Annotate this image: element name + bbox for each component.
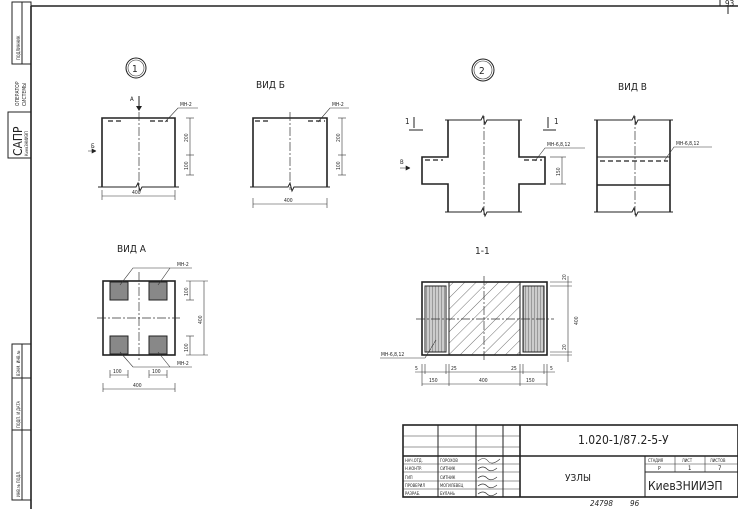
footer-sheet: 96 <box>630 499 640 508</box>
dim-100: 100 <box>113 369 122 375</box>
drawing-code: 1.020-1/87.2-5-У <box>578 433 669 447</box>
section-mark-right: 1 <box>554 117 559 126</box>
dim-400: 400 <box>132 190 141 196</box>
mn2-label-bottom: МН-2 <box>177 361 189 367</box>
section-1-1: 1-1 МН-6,8,12 20 400 20 5 25 25 5 150 40… <box>380 246 580 386</box>
view-a-title: ВИД А <box>117 244 147 255</box>
view-b: ВИД Б МН-2 200 100 400 <box>250 80 349 208</box>
dim-100: 100 <box>152 369 161 375</box>
original-label: ПОДЛИННИК <box>16 35 21 60</box>
dim-100: 100 <box>184 161 190 170</box>
role-label: Н.КОНТР. <box>405 466 422 471</box>
inv-orig-label: ИНВ.№ ПОДЛ. <box>16 471 21 497</box>
dim-100: 100 <box>184 287 190 296</box>
mn2-label: МН-2 <box>332 102 344 108</box>
dim-5: 5 <box>415 366 418 372</box>
dim-25: 25 <box>511 366 517 372</box>
role-label: ПРОВЕРИЛ <box>405 483 425 488</box>
mn6-label: МН-6,8,12 <box>381 352 404 358</box>
name-label: ГОРОХОВ <box>440 458 458 463</box>
marker-a: А <box>130 96 134 103</box>
node-1-number: 1 <box>132 64 138 75</box>
dim-5: 5 <box>550 366 553 372</box>
view-v-title: ВИД В <box>618 82 647 93</box>
dim-100: 100 <box>184 343 190 352</box>
view-v: ВИД В МН-6,8,12 <box>594 82 712 218</box>
section-title: 1-1 <box>475 246 490 257</box>
sapr-org: КиевЗНИИЭП <box>24 131 29 156</box>
sheet-header: ЛИСТ <box>682 458 693 463</box>
mn6-label: МН-6,8,12 <box>547 142 570 148</box>
name-label: СИТНИК <box>440 475 456 480</box>
title-block: НАЧ.ОТД. ГОРОХОВ Н.КОНТР. СИТНИК ГИП СИТ… <box>402 424 738 508</box>
dim-150: 150 <box>526 378 535 384</box>
footer-number: 24798 <box>590 499 613 508</box>
marker-v: В <box>400 159 404 166</box>
sheets-value: 7 <box>718 465 721 472</box>
name-label: БУЛАНЬ <box>440 491 456 496</box>
page-number: 93 <box>725 0 734 8</box>
dim-400: 400 <box>574 316 580 325</box>
dim-200: 200 <box>336 133 342 142</box>
mn2-label: МН-2 <box>180 102 192 108</box>
dim-150: 150 <box>556 167 562 176</box>
sapr-label: САПР <box>11 126 25 156</box>
operator-label-2: СИСТЕМЫ <box>22 83 28 106</box>
dim-150: 150 <box>429 378 438 384</box>
dim-100: 100 <box>336 161 342 170</box>
dim-20: 20 <box>562 274 568 280</box>
signatures <box>477 458 501 497</box>
role-label: РАЗРАБ. <box>405 491 420 496</box>
dim-25: 25 <box>451 366 457 372</box>
sign-date-label: ПОДП. И ДАТА <box>16 400 21 428</box>
dim-20: 20 <box>562 344 568 350</box>
node-2: 2 1 1 В МН-6,8,12 150 <box>400 58 585 218</box>
node-1: 1 А МН-2 Б 200 100 400 <box>88 57 198 200</box>
dim-400: 400 <box>479 378 488 384</box>
role-label: НАЧ.ОТД. <box>405 458 423 463</box>
drawing-title: УЗЛЫ <box>565 473 591 484</box>
marker-b: Б <box>91 143 95 150</box>
role-label: ГИП <box>405 475 413 480</box>
mn6-label: МН-6,8,12 <box>676 141 699 147</box>
view-b-title: ВИД Б <box>256 80 285 91</box>
left-strip: ПОДЛИННИК ОПЕРАТОР СИСТЕМЫ САПР КиевЗНИИ… <box>7 1 32 501</box>
dim-400: 400 <box>133 383 142 389</box>
operator-label-1: ОПЕРАТОР <box>15 81 21 106</box>
stage-header: СТАДИЯ <box>648 458 664 463</box>
organization: КиевЗНИИЭП <box>648 479 723 493</box>
dim-400: 400 <box>198 315 204 324</box>
view-a: ВИД А МН-2 МН-2 100 100 400 100 100 400 <box>97 244 208 392</box>
dim-400: 400 <box>284 198 293 204</box>
mn2-label-top: МН-2 <box>177 262 189 268</box>
replace-inv-label: ВЗАМ. ИНВ.№ <box>16 350 21 376</box>
sheets-header: ЛИСТОВ <box>710 458 726 463</box>
stage-value: Р <box>658 466 661 472</box>
section-mark-left: 1 <box>405 117 410 126</box>
name-label: СИТНИК <box>440 466 456 471</box>
node-2-number: 2 <box>479 66 485 77</box>
sheet-value: 1 <box>688 465 691 472</box>
dim-200: 200 <box>184 133 190 142</box>
name-label: МОГИЛЕВЕЦ <box>440 483 464 488</box>
